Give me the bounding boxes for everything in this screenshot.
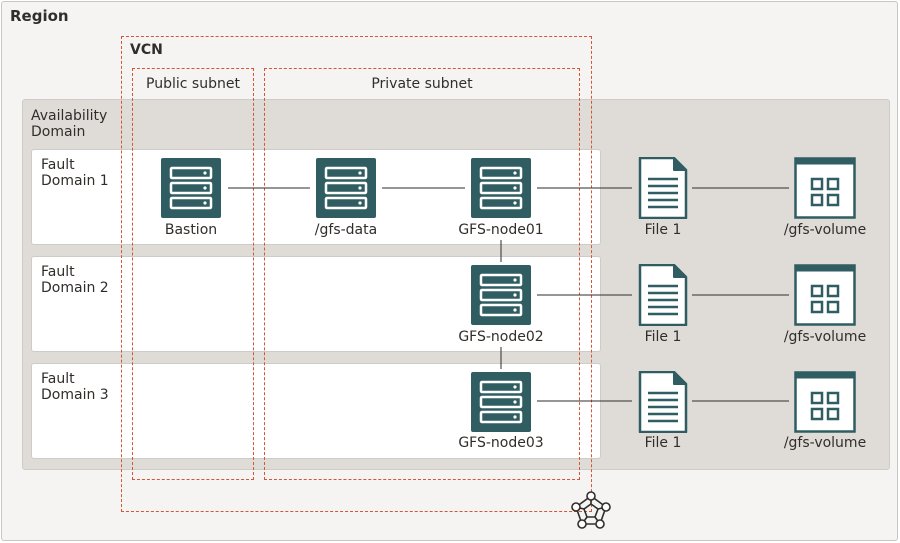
private-subnet-title: Private subnet [371,76,473,92]
volume-icon [794,371,856,433]
server-icon [471,158,531,218]
volume-3-label: /gfs-volume [783,435,867,451]
bastion-label: Bastion [164,222,218,238]
file-2-label: File 1 [644,329,682,345]
gfs-node03-label: GFS-node03 [458,435,544,451]
file-3-label: File 1 [644,435,682,451]
availability-domain-title: Availability Domain [31,108,108,140]
file-1-label: File 1 [644,222,682,238]
gfs-node02-label: GFS-node02 [458,329,544,345]
public-subnet-title: Public subnet [146,76,240,92]
gfs-node01-label: GFS-node01 [458,222,544,238]
file-icon [638,157,688,219]
gfs-data-label: /gfs-data [314,222,378,238]
vcn-boundary [121,36,592,512]
public-subnet-boundary [132,68,254,480]
vcn-router-icon [571,491,611,529]
file-icon [638,264,688,326]
vcn-title: VCN [130,42,163,58]
fault-domain-2-title: Fault Domain 2 [41,264,109,296]
fault-domain-1-title: Fault Domain 1 [41,157,109,189]
file-icon [638,371,688,433]
server-icon [471,372,531,432]
server-icon [316,158,376,218]
volume-icon [794,157,856,219]
private-subnet-boundary [264,68,580,480]
volume-2-label: /gfs-volume [783,329,867,345]
server-icon [161,158,221,218]
volume-1-label: /gfs-volume [783,222,867,238]
region-title: Region [10,7,69,25]
fault-domain-3-title: Fault Domain 3 [41,371,109,403]
server-icon [471,265,531,325]
volume-icon [794,264,856,326]
